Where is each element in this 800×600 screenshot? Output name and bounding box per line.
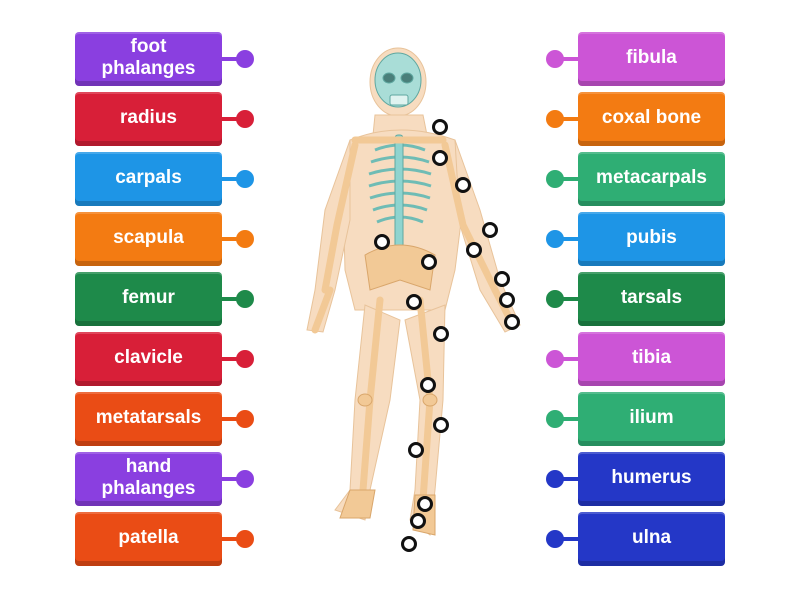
- label-connector: [222, 237, 240, 241]
- connector-dot[interactable]: [236, 410, 254, 428]
- label-card[interactable]: radius: [75, 92, 222, 146]
- label-connector: [222, 537, 240, 541]
- connector-dot[interactable]: [546, 470, 564, 488]
- label-card[interactable]: metatarsals: [75, 392, 222, 446]
- connector-dot[interactable]: [236, 350, 254, 368]
- label-text: metatarsals: [95, 406, 202, 428]
- connector-dot[interactable]: [546, 50, 564, 68]
- label-connector: [222, 297, 240, 301]
- label-connector: [560, 177, 578, 181]
- drop-target-circle[interactable]: [482, 222, 498, 238]
- drop-target-circle[interactable]: [410, 513, 426, 529]
- drop-target-circle[interactable]: [494, 271, 510, 287]
- label-text: fibula: [626, 46, 677, 68]
- label-text: hand phalanges: [101, 455, 196, 499]
- label-connector: [222, 57, 240, 61]
- label-card[interactable]: tarsals: [578, 272, 725, 326]
- label-card[interactable]: femur: [75, 272, 222, 326]
- label-connector: [560, 57, 578, 61]
- drop-target-circle[interactable]: [504, 314, 520, 330]
- label-card[interactable]: fibula: [578, 32, 725, 86]
- connector-dot[interactable]: [236, 530, 254, 548]
- label-card[interactable]: carpals: [75, 152, 222, 206]
- label-connector: [222, 417, 240, 421]
- label-card[interactable]: ilium: [578, 392, 725, 446]
- label-connector: [560, 477, 578, 481]
- label-text: foot phalanges: [101, 35, 196, 79]
- label-connector: [560, 537, 578, 541]
- label-connector: [222, 477, 240, 481]
- connector-dot[interactable]: [546, 350, 564, 368]
- drop-target-circle[interactable]: [466, 242, 482, 258]
- drop-target-circle[interactable]: [374, 234, 390, 250]
- drop-target-circle[interactable]: [417, 496, 433, 512]
- connector-dot[interactable]: [236, 50, 254, 68]
- label-card[interactable]: metacarpals: [578, 152, 725, 206]
- label-connector: [560, 417, 578, 421]
- label-card[interactable]: patella: [75, 512, 222, 566]
- label-card[interactable]: ulna: [578, 512, 725, 566]
- label-card[interactable]: scapula: [75, 212, 222, 266]
- label-card[interactable]: foot phalanges: [75, 32, 222, 86]
- drop-target-circle[interactable]: [420, 377, 436, 393]
- drop-target-circle[interactable]: [408, 442, 424, 458]
- label-connector: [560, 297, 578, 301]
- connector-dot[interactable]: [546, 410, 564, 428]
- label-text: ulna: [631, 526, 672, 548]
- drop-target-circle[interactable]: [432, 119, 448, 135]
- label-text: patella: [118, 526, 179, 548]
- label-card[interactable]: hand phalanges: [75, 452, 222, 506]
- connector-dot[interactable]: [236, 110, 254, 128]
- drop-target-circle[interactable]: [401, 536, 417, 552]
- drop-target-circle[interactable]: [499, 292, 515, 308]
- drop-target-circle[interactable]: [455, 177, 471, 193]
- label-text: radius: [119, 106, 178, 128]
- label-connector: [560, 117, 578, 121]
- connector-dot[interactable]: [546, 290, 564, 308]
- drop-target-circle[interactable]: [433, 326, 449, 342]
- connector-dot[interactable]: [236, 290, 254, 308]
- label-text: clavicle: [114, 346, 183, 368]
- drop-target-circle[interactable]: [421, 254, 437, 270]
- connector-dot[interactable]: [546, 230, 564, 248]
- label-text: metacarpals: [596, 166, 707, 188]
- connector-dot[interactable]: [236, 170, 254, 188]
- label-connector: [222, 177, 240, 181]
- label-text: tarsals: [620, 286, 683, 308]
- label-connector: [222, 357, 240, 361]
- label-card[interactable]: humerus: [578, 452, 725, 506]
- connector-dot[interactable]: [546, 170, 564, 188]
- connector-dot[interactable]: [236, 230, 254, 248]
- label-text: pubis: [626, 226, 677, 248]
- label-card[interactable]: coxal bone: [578, 92, 725, 146]
- label-text: coxal bone: [601, 106, 702, 128]
- connector-dot[interactable]: [236, 470, 254, 488]
- connector-dot[interactable]: [546, 530, 564, 548]
- connector-dot[interactable]: [546, 110, 564, 128]
- label-text: ilium: [629, 406, 674, 428]
- label-card[interactable]: tibia: [578, 332, 725, 386]
- label-text: humerus: [611, 466, 692, 488]
- drop-target-circle[interactable]: [406, 294, 422, 310]
- drop-target-circle[interactable]: [433, 417, 449, 433]
- skeleton-illustration: [306, 47, 521, 536]
- label-text: scapula: [113, 226, 184, 248]
- label-text: carpals: [115, 166, 182, 188]
- label-card[interactable]: clavicle: [75, 332, 222, 386]
- drop-target-circle[interactable]: [432, 150, 448, 166]
- label-connector: [560, 357, 578, 361]
- label-text: femur: [122, 286, 175, 308]
- label-connector: [560, 237, 578, 241]
- label-text: tibia: [631, 346, 672, 368]
- label-connector: [222, 117, 240, 121]
- label-card[interactable]: pubis: [578, 212, 725, 266]
